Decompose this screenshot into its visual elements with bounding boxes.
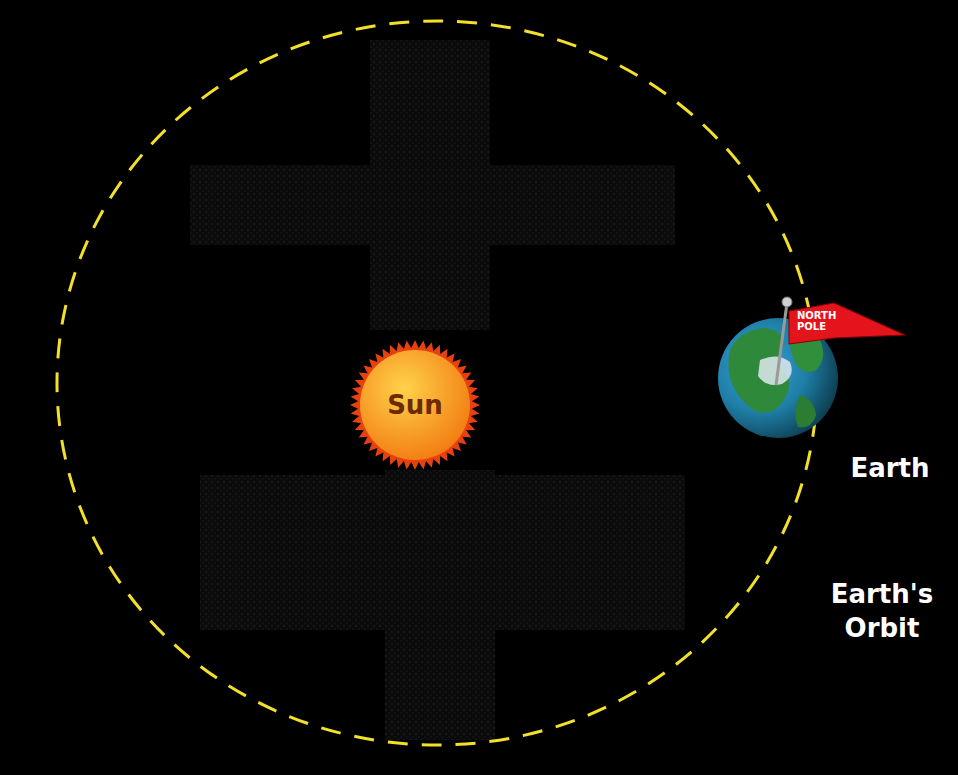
flag-text: NORTH POLE bbox=[797, 311, 839, 332]
sun-star: Sun bbox=[350, 340, 480, 470]
background-texture bbox=[190, 40, 685, 740]
star-name: Sun bbox=[387, 390, 443, 420]
orbit-label: Earth's Orbit bbox=[822, 578, 942, 646]
orbit-path bbox=[57, 21, 817, 745]
north-pole-flag: NORTH POLE bbox=[789, 303, 905, 345]
planet-label: Earth bbox=[830, 452, 950, 486]
